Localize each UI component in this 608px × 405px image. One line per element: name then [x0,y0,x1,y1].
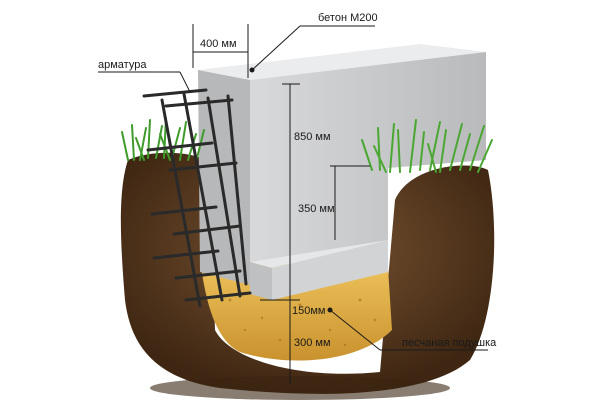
dimension-lines [98,24,488,384]
concrete-marker-dot [249,67,255,73]
label-sand-depth: 300 мм [294,337,331,349]
label-height-total: 850 мм [294,131,331,143]
rebar-cage [142,88,252,308]
soil-left-mound [120,152,495,394]
grass-right [361,119,493,173]
wall-top [198,44,486,80]
label-width: 400 мм [200,38,237,50]
footing-front [250,262,272,300]
label-rebar: арматура [98,59,147,71]
label-base: 150мм [292,305,325,317]
label-height-above: 350 мм [298,203,335,215]
sand-speckles [228,298,377,347]
sand-marker-dot [327,307,333,313]
footing-side [272,240,388,300]
label-concrete: бетон М200 [318,12,378,24]
soil-shadow [150,376,450,400]
label-sand-cushion: песчаная подушка [402,337,497,349]
